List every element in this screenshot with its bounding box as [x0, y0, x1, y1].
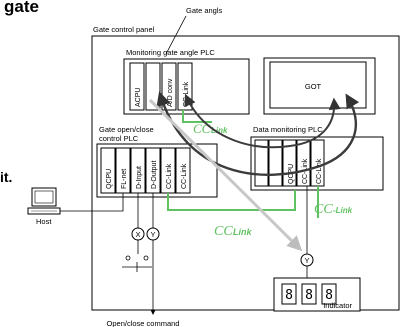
gate-plc-title-line1: Gate open/close: [99, 125, 154, 134]
gate-module-label-doutput: D-Output: [151, 161, 158, 189]
relay-y-label: Y: [150, 230, 155, 239]
command-label: Open/close command: [107, 319, 180, 327]
cclink-logo-middle-cc: CC: [214, 224, 233, 239]
monitoring-module-label-acpu: ACPU: [135, 88, 142, 107]
monitoring-module-label-ad-conv: A/D conv: [167, 78, 174, 107]
gate-module-label-cclink-2: CC-Link: [181, 163, 188, 189]
host-connection-line: [60, 193, 124, 212]
gate-module-qcpu: [100, 147, 116, 194]
cclink-logo-top-cc: CC: [193, 121, 211, 136]
indicator-digit-box-1: [281, 283, 297, 305]
data-flow-arrow-inner: [184, 93, 341, 149]
indicator-label: Indicator: [323, 301, 352, 310]
gate-module-cclink-2: [175, 147, 191, 194]
data-module-cclink-1: [296, 139, 311, 187]
indicator-digit-3: 8: [325, 288, 333, 303]
monitoring-plc-title: Monitoring gate angle PLC: [126, 48, 215, 57]
gate-angles-label: Gate angls: [186, 6, 223, 15]
heading-fragment: gate: [4, 0, 39, 16]
gate-module-label-cclink-1: CC-Link: [166, 163, 173, 189]
data-module-label-cclink-2: CC-Link: [316, 158, 323, 184]
cclink-logo-right-cc: CC: [314, 202, 333, 217]
indicator-digit-box-3: [321, 283, 337, 305]
cclink-logo-right-word: -Link: [333, 206, 353, 215]
cclink-network-lines: [167, 110, 319, 218]
monitoring-module-acpu: [129, 62, 145, 111]
indicator-digit-2: 8: [305, 288, 313, 303]
panel-title: Gate control panel: [93, 25, 155, 34]
switch-symbol: [122, 240, 152, 272]
cclink-logo-top-word: Link: [211, 126, 228, 135]
relay-x-label: X: [135, 230, 140, 239]
gate-module-label-dinput: D-Input: [136, 166, 143, 189]
data-flow-arrow-outer: [156, 91, 360, 177]
indicator-digit-box-2: [301, 283, 317, 305]
indicator-digit-1: 8: [285, 288, 293, 303]
cclink-logo-middle-word: Link: [233, 227, 252, 237]
host-label: Host: [36, 217, 52, 226]
got-label: GOT: [305, 82, 322, 91]
gate-angles-pointer: [165, 15, 187, 55]
gate-module-label-qcpu: QCPU: [106, 169, 113, 189]
gate-plc-title-line2: control PLC: [99, 134, 139, 143]
side-text-fragment: it.: [0, 169, 12, 185]
data-plc-title: Data monitoring PLC: [253, 125, 323, 134]
gate-module-label-flnet: FL-net: [121, 169, 128, 189]
host-computer-icon: [27, 187, 61, 215]
relay-y-data-label: Y: [304, 256, 309, 265]
gray-signal-arrow: [148, 98, 303, 252]
